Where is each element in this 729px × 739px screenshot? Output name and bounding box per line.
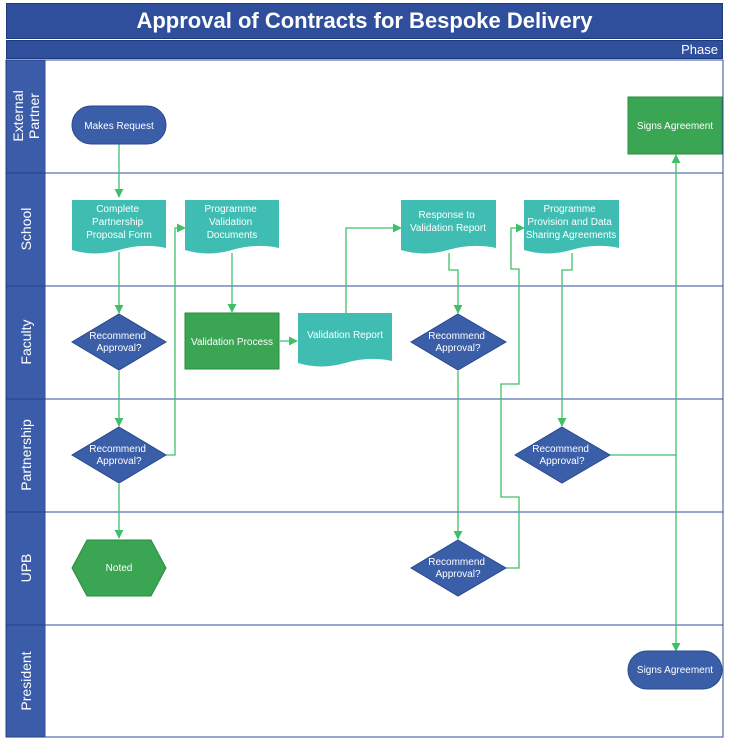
lane-header-president (5, 624, 46, 738)
svg-text:Response to Validation R: Response to Validation Report (410, 210, 486, 234)
node-upb-recommend-approval: Recommend Approval? (410, 539, 507, 597)
node-signs-agreement-president: Signs Agreement (627, 650, 723, 690)
node-programme-validation-documents: Programme Validation Documents (185, 200, 279, 254)
node-complete-proposal-form: Complete Partnership Proposal Form (72, 200, 166, 254)
node-faculty-recommend-approval-2: Recommend Approval? (410, 313, 507, 371)
connectors (114, 144, 681, 652)
phase-bar: Phase (6, 40, 723, 59)
lane-label-partnership: Partnership (18, 419, 34, 491)
connector-report-to-response (345, 223, 402, 317)
node-upb-noted: Noted (71, 539, 167, 597)
lane-label-faculty: Faculty (18, 319, 34, 364)
svg-text:Recommend Approval?: Recommend Approval? (428, 331, 487, 354)
node-makes-request: Makes Request (71, 105, 167, 145)
node-response-to-validation-report: Response to Validation Report (401, 200, 496, 254)
svg-text:Noted: Noted (106, 563, 133, 574)
svg-text:Signs Agreement: Signs Agreement (637, 121, 713, 132)
svg-text:Validation Report: Validation Report (307, 330, 383, 341)
svg-text:Complete Partnership: Complete Partnership Proposal Form (86, 204, 152, 241)
svg-text:Recommend Approval?: Recommend Approval? (428, 557, 487, 580)
page-title: Approval of Contracts for Bespoke Delive… (136, 8, 593, 33)
connector-upb-to-provision (500, 223, 525, 569)
node-validation-process: Validation Process (184, 312, 280, 370)
svg-text:Makes Request: Makes Request (84, 121, 154, 132)
node-signs-agreement-partner: Signs Agreement (627, 96, 723, 155)
node-partnership-recommend-approval-1: Recommend Approval? (71, 426, 167, 484)
node-faculty-recommend-approval-1: Recommend Approval? (71, 313, 167, 371)
lanes: ExternalPartner School Faculty Partnersh… (5, 59, 724, 738)
svg-text:Recommend Approval?: Recommend Approval? (89, 331, 148, 354)
phase-label: Phase (681, 42, 718, 57)
connector-partnership-to-docs (166, 223, 186, 456)
node-validation-report: Validation Report (298, 313, 392, 367)
svg-text:Recommend Approval?: Recommend Approval? (89, 444, 148, 467)
node-programme-provision-agreements: Programme Provision and Data Sharing Agr… (524, 200, 619, 254)
lane-header-external-partner (5, 59, 46, 174)
lane-header-school (5, 172, 46, 287)
connector-provision-to-partnership (557, 253, 573, 427)
svg-text:Programme Validation: Programme Validation Documents (204, 204, 259, 241)
svg-text:Validation Process: Validation Process (191, 337, 273, 348)
lane-header-partnership (5, 398, 46, 513)
connector-response-to-faculty (448, 253, 463, 314)
lane-header-upb (5, 511, 46, 626)
lane-body-president (44, 624, 724, 738)
svg-text:Signs Agreement: Signs Agreement (637, 665, 713, 676)
svg-text:Programme Provision and: Programme Provision and Data Sharing Agr… (526, 204, 617, 241)
lane-label-upb: UPB (18, 554, 34, 583)
lane-label-school: School (18, 208, 34, 251)
node-partnership-recommend-approval-2: Recommend Approval? (514, 426, 611, 484)
lane-label-president: President (18, 651, 34, 710)
lane-label-external-partner: ExternalPartner (10, 90, 42, 141)
title-bar: Approval of Contracts for Bespoke Delive… (6, 3, 723, 39)
svg-text:Recommend Approval?: Recommend Approval? (532, 444, 591, 467)
